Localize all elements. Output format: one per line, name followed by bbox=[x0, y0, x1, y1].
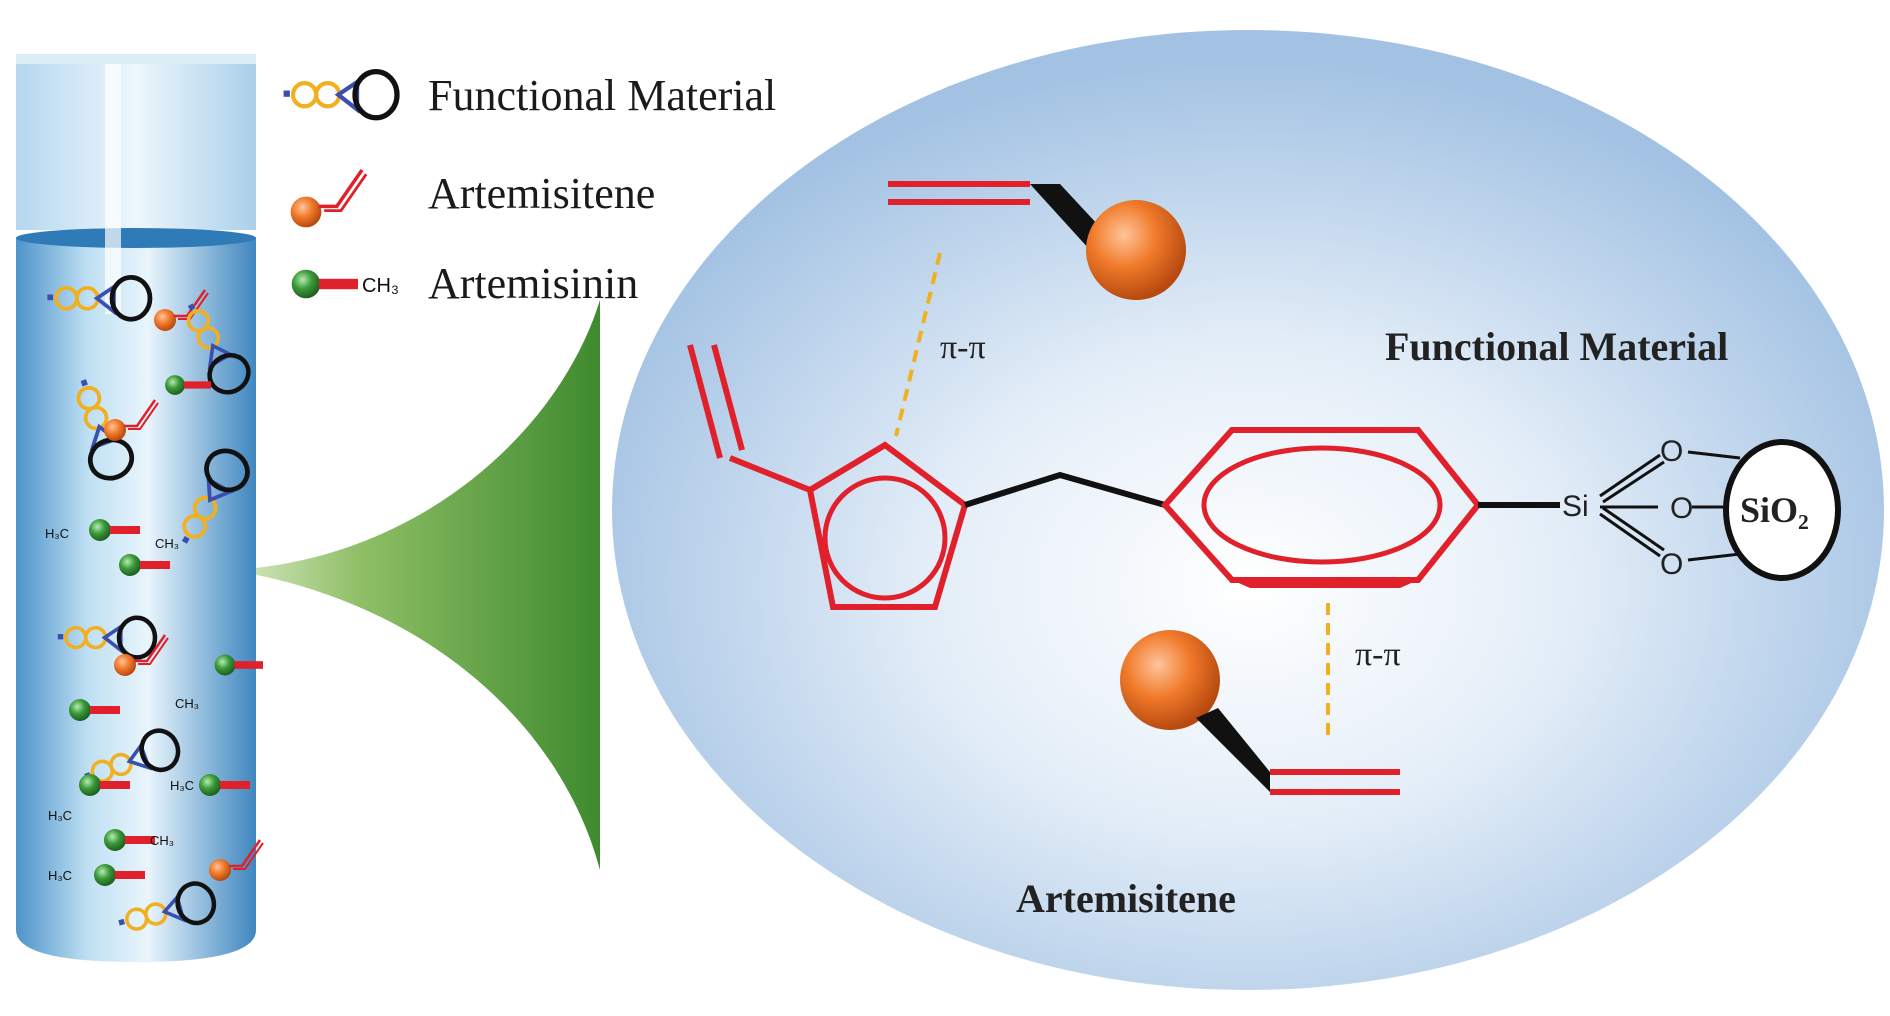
legend: Functional Material Artemisitene CH₃ Art… bbox=[284, 71, 776, 308]
legend-artemisitene-icon bbox=[288, 168, 368, 230]
svg-text:CH₃: CH₃ bbox=[150, 833, 174, 848]
legend-artemisinin-icon bbox=[291, 269, 358, 299]
svg-text:H₃C: H₃C bbox=[45, 526, 69, 541]
svg-text:CH₃: CH₃ bbox=[175, 696, 199, 711]
svg-text:H₃C: H₃C bbox=[48, 808, 72, 823]
legend-functional-material-label: Functional Material bbox=[428, 71, 776, 120]
artemisitene-bottom bbox=[1120, 630, 1400, 795]
svg-text:H₃C: H₃C bbox=[48, 868, 72, 883]
pi-pi-label-bottom: π-π bbox=[1355, 636, 1401, 673]
sio2-label: SiO₂ bbox=[1740, 490, 1809, 530]
functional-material-structure bbox=[687, 344, 1560, 610]
legend-artemisitene-label: Artemisitene bbox=[428, 169, 655, 218]
oxygen-atom-2: O bbox=[1670, 492, 1693, 525]
functional-material-label: Functional Material bbox=[1385, 324, 1728, 369]
legend-functional-material-icon bbox=[284, 72, 397, 118]
oxygen-atom-1: O bbox=[1660, 435, 1683, 468]
artemisitene-top bbox=[888, 181, 1186, 300]
svg-text:H₃C: H₃C bbox=[170, 778, 194, 793]
oxygen-atom-3: O bbox=[1660, 548, 1683, 581]
svg-text:CH₃: CH₃ bbox=[155, 536, 179, 551]
silica-particle bbox=[1723, 439, 1841, 581]
artemisitene-label: Artemisitene bbox=[1016, 876, 1236, 921]
test-tube bbox=[16, 54, 256, 962]
furan-ring bbox=[806, 441, 969, 610]
pi-pi-dashed-top bbox=[894, 252, 942, 437]
artemisitene-ball-bottom bbox=[1120, 630, 1220, 730]
zoom-cone bbox=[230, 300, 600, 870]
silica-anchor: Si O O O SiO₂ bbox=[1562, 435, 1841, 581]
si-atom-label: Si bbox=[1562, 490, 1589, 523]
tube-labels: H₃C CH₃ CH₃ H₃C H₃C CH₃ H₃C bbox=[45, 526, 199, 883]
pi-pi-label-top: π-π bbox=[940, 329, 986, 366]
legend-ch3-label: CH₃ bbox=[362, 275, 399, 297]
artemisitene-ball-top bbox=[1086, 200, 1186, 300]
functional-material-ellipse bbox=[612, 30, 1884, 990]
legend-artemisinin-label: Artemisinin bbox=[428, 259, 638, 308]
